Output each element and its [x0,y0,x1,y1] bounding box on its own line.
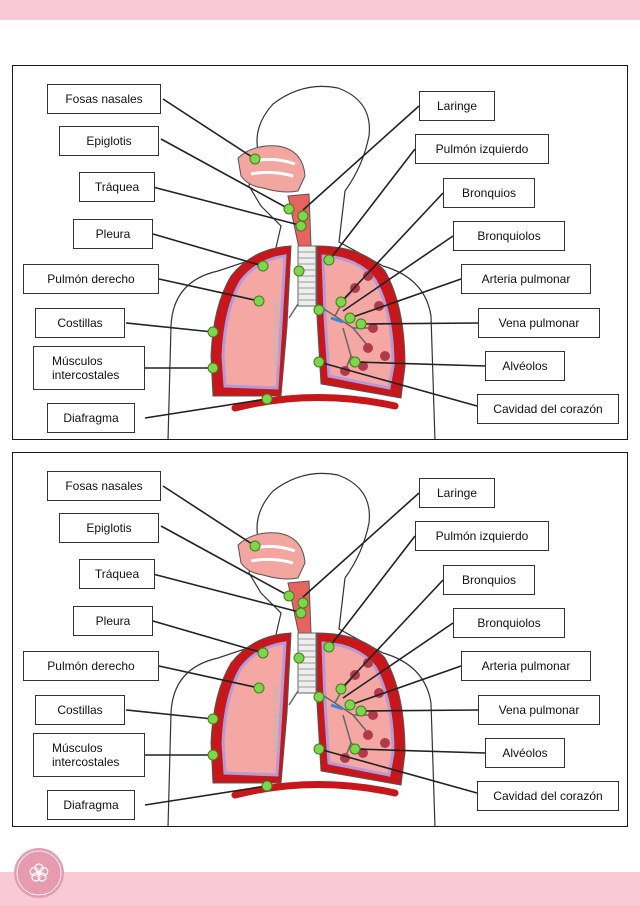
watermark-text: edufichas.com [271,297,282,366]
label-laringe: Laringe [419,478,495,508]
label-epiglotis: Epiglotis [59,126,159,156]
label-pulmon-izquierdo: Pulmón izquierdo [415,134,549,164]
label-pulmon-derecho: Pulmón derecho [23,651,159,681]
label-bronquiolos: Bronquiolos [453,608,565,638]
label-musculos-intercostales: Músculos intercostales [33,733,145,777]
label-pleura: Pleura [73,606,153,636]
label-costillas: Costillas [35,308,125,338]
label-laringe: Laringe [419,91,495,121]
bottom-pink-band [0,872,640,905]
label-cavidad-corazon: Cavidad del corazón [477,394,619,424]
label-arteria-pulmonar: Arteria pulmonar [461,264,591,294]
label-fosas-nasales: Fosas nasales [47,471,161,501]
label-costillas: Costillas [35,695,125,725]
label-traquea: Tráquea [79,559,155,589]
diagram-panel-2: edufichas.com Fosas nasales Epiglotis Tr… [12,452,628,827]
label-musculos-intercostales: Músculos intercostales [33,346,145,390]
label-diafragma: Diafragma [47,403,135,433]
label-vena-pulmonar: Vena pulmonar [478,695,600,725]
label-pulmon-izquierdo: Pulmón izquierdo [415,521,549,551]
top-pink-band [0,0,640,20]
label-cavidad-corazon: Cavidad del corazón [477,781,619,811]
label-alveolos: Alvéolos [485,351,565,381]
label-arteria-pulmonar: Arteria pulmonar [461,651,591,681]
label-pulmon-derecho: Pulmón derecho [23,264,159,294]
respiratory-system-illustration [125,472,486,826]
label-vena-pulmonar: Vena pulmonar [478,308,600,338]
label-traquea: Tráquea [79,172,155,202]
respiratory-system-illustration [125,85,486,439]
watermark-text: edufichas.com [271,684,282,753]
brand-logo [14,848,64,898]
label-bronquios: Bronquios [443,178,535,208]
label-fosas-nasales: Fosas nasales [47,84,161,114]
label-epiglotis: Epiglotis [59,513,159,543]
label-diafragma: Diafragma [47,790,135,820]
label-pleura: Pleura [73,219,153,249]
flower-logo-icon [16,850,62,896]
label-alveolos: Alvéolos [485,738,565,768]
diagram-panel-1: edufichas.com Fosas nasales Epiglotis Tr… [12,65,628,440]
label-bronquios: Bronquios [443,565,535,595]
label-bronquiolos: Bronquiolos [453,221,565,251]
